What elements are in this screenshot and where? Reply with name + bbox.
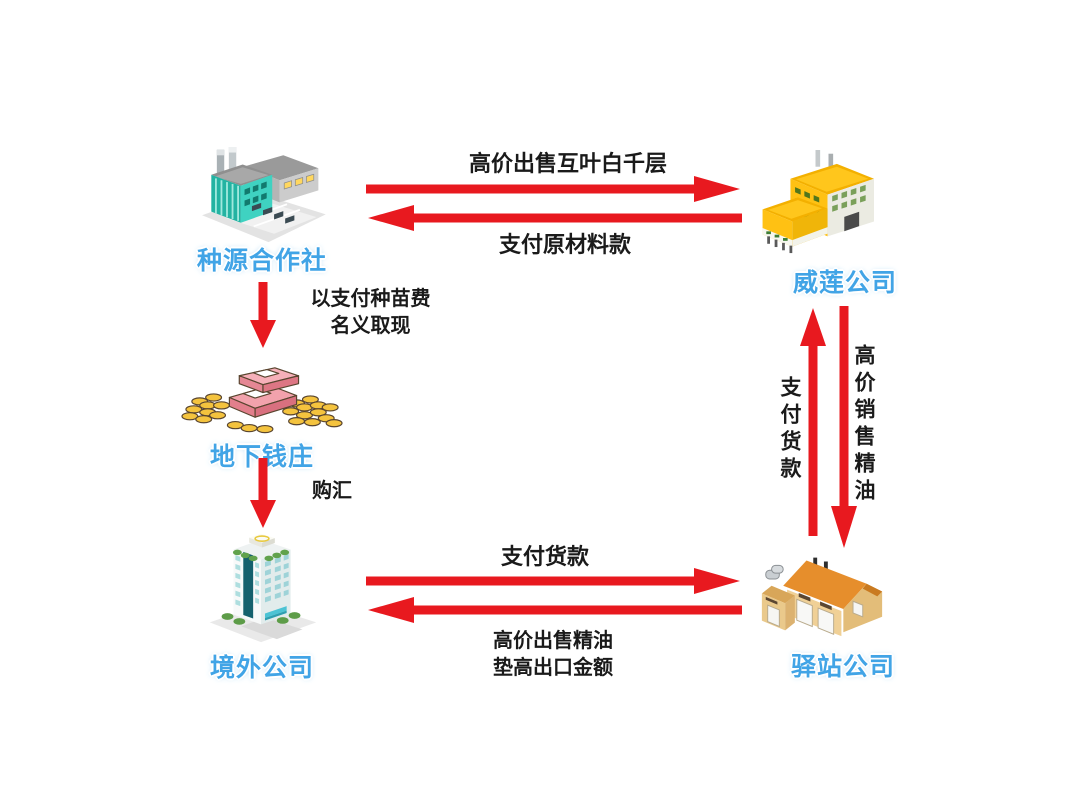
- edge-label-sell-oil-back-line1: 高价出售精油: [493, 630, 613, 652]
- edge-label-withdraw-line2: 名义取现: [330, 315, 411, 337]
- cash-pile-icon: [181, 367, 343, 434]
- edge-label-sell-oil-back-line2: 垫高出口金额: [493, 657, 613, 679]
- edge-label-sell-raw: 高价出售互叶白千层: [468, 151, 667, 176]
- node-label-overseas: 境外公司: [209, 654, 314, 682]
- edge-label-pay-goods-up: 支付货款: [778, 376, 801, 484]
- arrow-pay-goods-right: [366, 568, 740, 594]
- arrow-withdraw-down: [250, 282, 276, 348]
- edge-label-pay-goods-right: 支付货款: [500, 544, 589, 569]
- arrow-pay-goods-up: [800, 308, 826, 536]
- node-label-weilian: 威莲公司: [792, 269, 897, 297]
- arrow-sell-raw-right: [366, 176, 740, 202]
- warehouse-icon: [761, 557, 883, 637]
- edge-label-sell-oil-back: 高价出售精油 垫高出口金额: [463, 628, 643, 682]
- arrow-sell-oil-back-left: [368, 597, 742, 623]
- edge-label-pay-raw: 支付原材料款: [498, 232, 631, 257]
- yellow-plant-icon: [762, 150, 874, 254]
- edge-label-sell-oil-down: 高价销售精油: [852, 344, 875, 506]
- node-label-yizhan: 驿站公司: [790, 653, 895, 681]
- office-tower-icon: [209, 533, 317, 643]
- arrow-buy-fx-down: [250, 458, 276, 528]
- arrow-sell-oil-down: [831, 306, 857, 548]
- factory-icon: [202, 147, 326, 243]
- arrow-pay-raw-left: [368, 205, 742, 231]
- edge-label-withdraw: 以支付种苗费 名义取现: [298, 286, 443, 340]
- edge-label-withdraw-line1: 以支付种苗费: [310, 288, 431, 310]
- edge-label-buy-fx: 购汇: [312, 480, 352, 502]
- node-label-cooperative: 种源合作社: [196, 247, 327, 275]
